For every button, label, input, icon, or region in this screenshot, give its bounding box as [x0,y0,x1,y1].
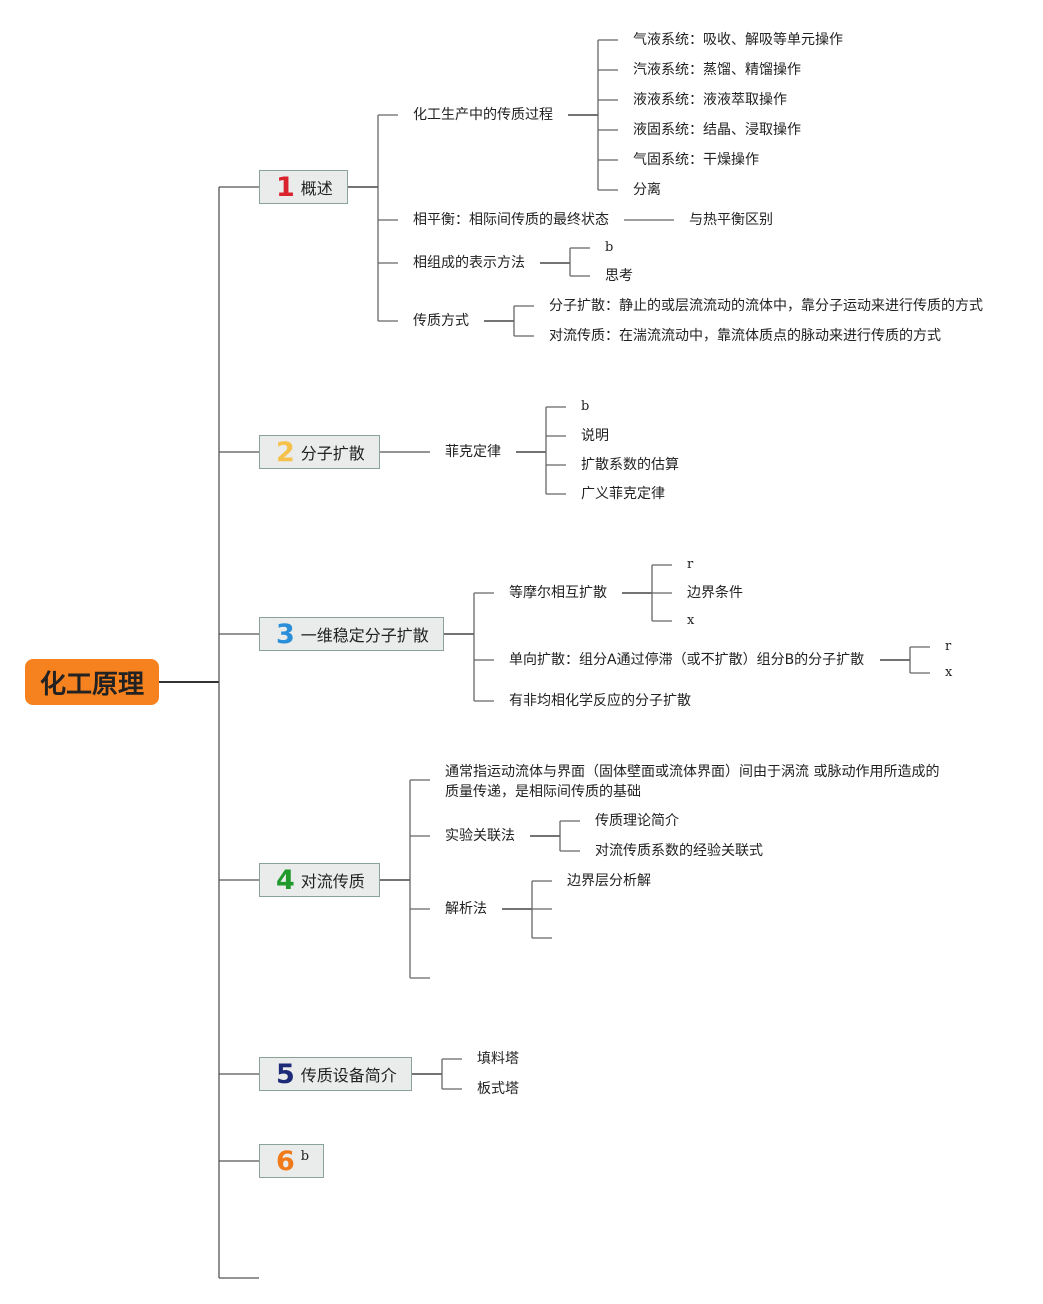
topic-node-convective-mass-transfer[interactable]: 4 对流传质 [259,863,380,897]
leaf-node[interactable]: 与热平衡区别 [689,212,773,228]
node-phase-equilibrium[interactable]: 相平衡：相际间传质的最终状态 [413,212,609,228]
leaf-node[interactable]: 对流传质：在湍流流动中，靠流体质点的脉动来进行传质的方式 [549,328,941,344]
leaf-node[interactable]: 气液系统：吸收、解吸等单元操作 [633,32,843,48]
number-5-icon: 5 [276,1058,295,1090]
leaf-node[interactable]: b [605,240,614,255]
leaf-node[interactable]: 气固系统：干燥操作 [633,152,759,168]
leaf-node[interactable]: 分子扩散：静止的或层流流动的流体中，靠分子运动来进行传质的方式 [549,298,983,314]
leaf-node[interactable]: 分离 [633,182,661,198]
leaf-node[interactable]: 液固系统：结晶、浸取操作 [633,122,801,138]
node-heterogeneous-reaction-diffusion[interactable]: 有非均相化学反应的分子扩散 [509,693,691,709]
leaf-node[interactable]: r [687,557,694,572]
topic-label: 一维稳定分子扩散 [300,626,429,645]
topic-node-6[interactable]: 6 b [259,1144,324,1178]
topic-label: 传质设备简介 [300,1066,397,1085]
leaf-node[interactable]: r [945,639,952,654]
number-4-icon: 4 [276,864,295,896]
topic-label: 对流传质 [300,872,365,891]
topic-node-steady-diffusion[interactable]: 3 一维稳定分子扩散 [259,617,444,651]
node-definition[interactable]: 通常指运动流体与界面（固体壁面或流体界面）间由于涡流 或脉动作用所造成的质量传递… [445,764,940,800]
topic-label: 分子扩散 [300,444,365,463]
leaf-node[interactable]: 说明 [581,428,609,444]
leaf-node[interactable]: 液液系统：液液萃取操作 [633,92,787,108]
topic-node-equipment[interactable]: 5 传质设备简介 [259,1057,412,1091]
leaf-node[interactable]: 边界条件 [687,585,743,601]
topic-label: b [300,1149,310,1164]
number-1-icon: 1 [276,171,295,203]
root-node[interactable]: 化工原理 [25,659,159,705]
leaf-node[interactable]: x [687,613,695,628]
leaf-node[interactable]: 板式塔 [477,1081,519,1097]
leaf-node[interactable]: 对流传质系数的经验关联式 [595,843,763,859]
node-experimental-correlation[interactable]: 实验关联法 [445,828,515,844]
leaf-node[interactable]: 广义菲克定律 [581,486,665,502]
leaf-node[interactable]: 边界层分析解 [567,873,651,889]
node-analytical-method[interactable]: 解析法 [445,901,487,917]
number-3-icon: 3 [276,618,295,650]
node-composition-methods[interactable]: 相组成的表示方法 [413,255,525,271]
node-mass-transfer-processes[interactable]: 化工生产中的传质过程 [413,107,553,123]
topic-label: 概述 [300,179,333,198]
leaf-node[interactable]: 传质理论简介 [595,813,679,829]
node-unidirectional-diffusion[interactable]: 单向扩散：组分A通过停滞（或不扩散）组分B的分子扩散 [509,652,865,668]
leaf-node[interactable]: 填料塔 [477,1051,519,1067]
leaf-node[interactable]: x [945,665,953,680]
topic-node-molecular-diffusion[interactable]: 2 分子扩散 [259,435,380,469]
leaf-node[interactable]: 扩散系数的估算 [581,457,679,473]
leaf-node[interactable]: 汽液系统：蒸馏、精馏操作 [633,62,801,78]
number-6-icon: 6 [276,1145,295,1177]
number-2-icon: 2 [276,436,295,468]
node-ficks-law[interactable]: 菲克定律 [445,444,501,460]
leaf-node[interactable]: b [581,399,590,414]
leaf-node[interactable]: 思考 [605,268,633,284]
node-transfer-modes[interactable]: 传质方式 [413,313,469,329]
topic-node-overview[interactable]: 1 概述 [259,170,348,204]
node-equimolar-diffusion[interactable]: 等摩尔相互扩散 [509,585,607,601]
